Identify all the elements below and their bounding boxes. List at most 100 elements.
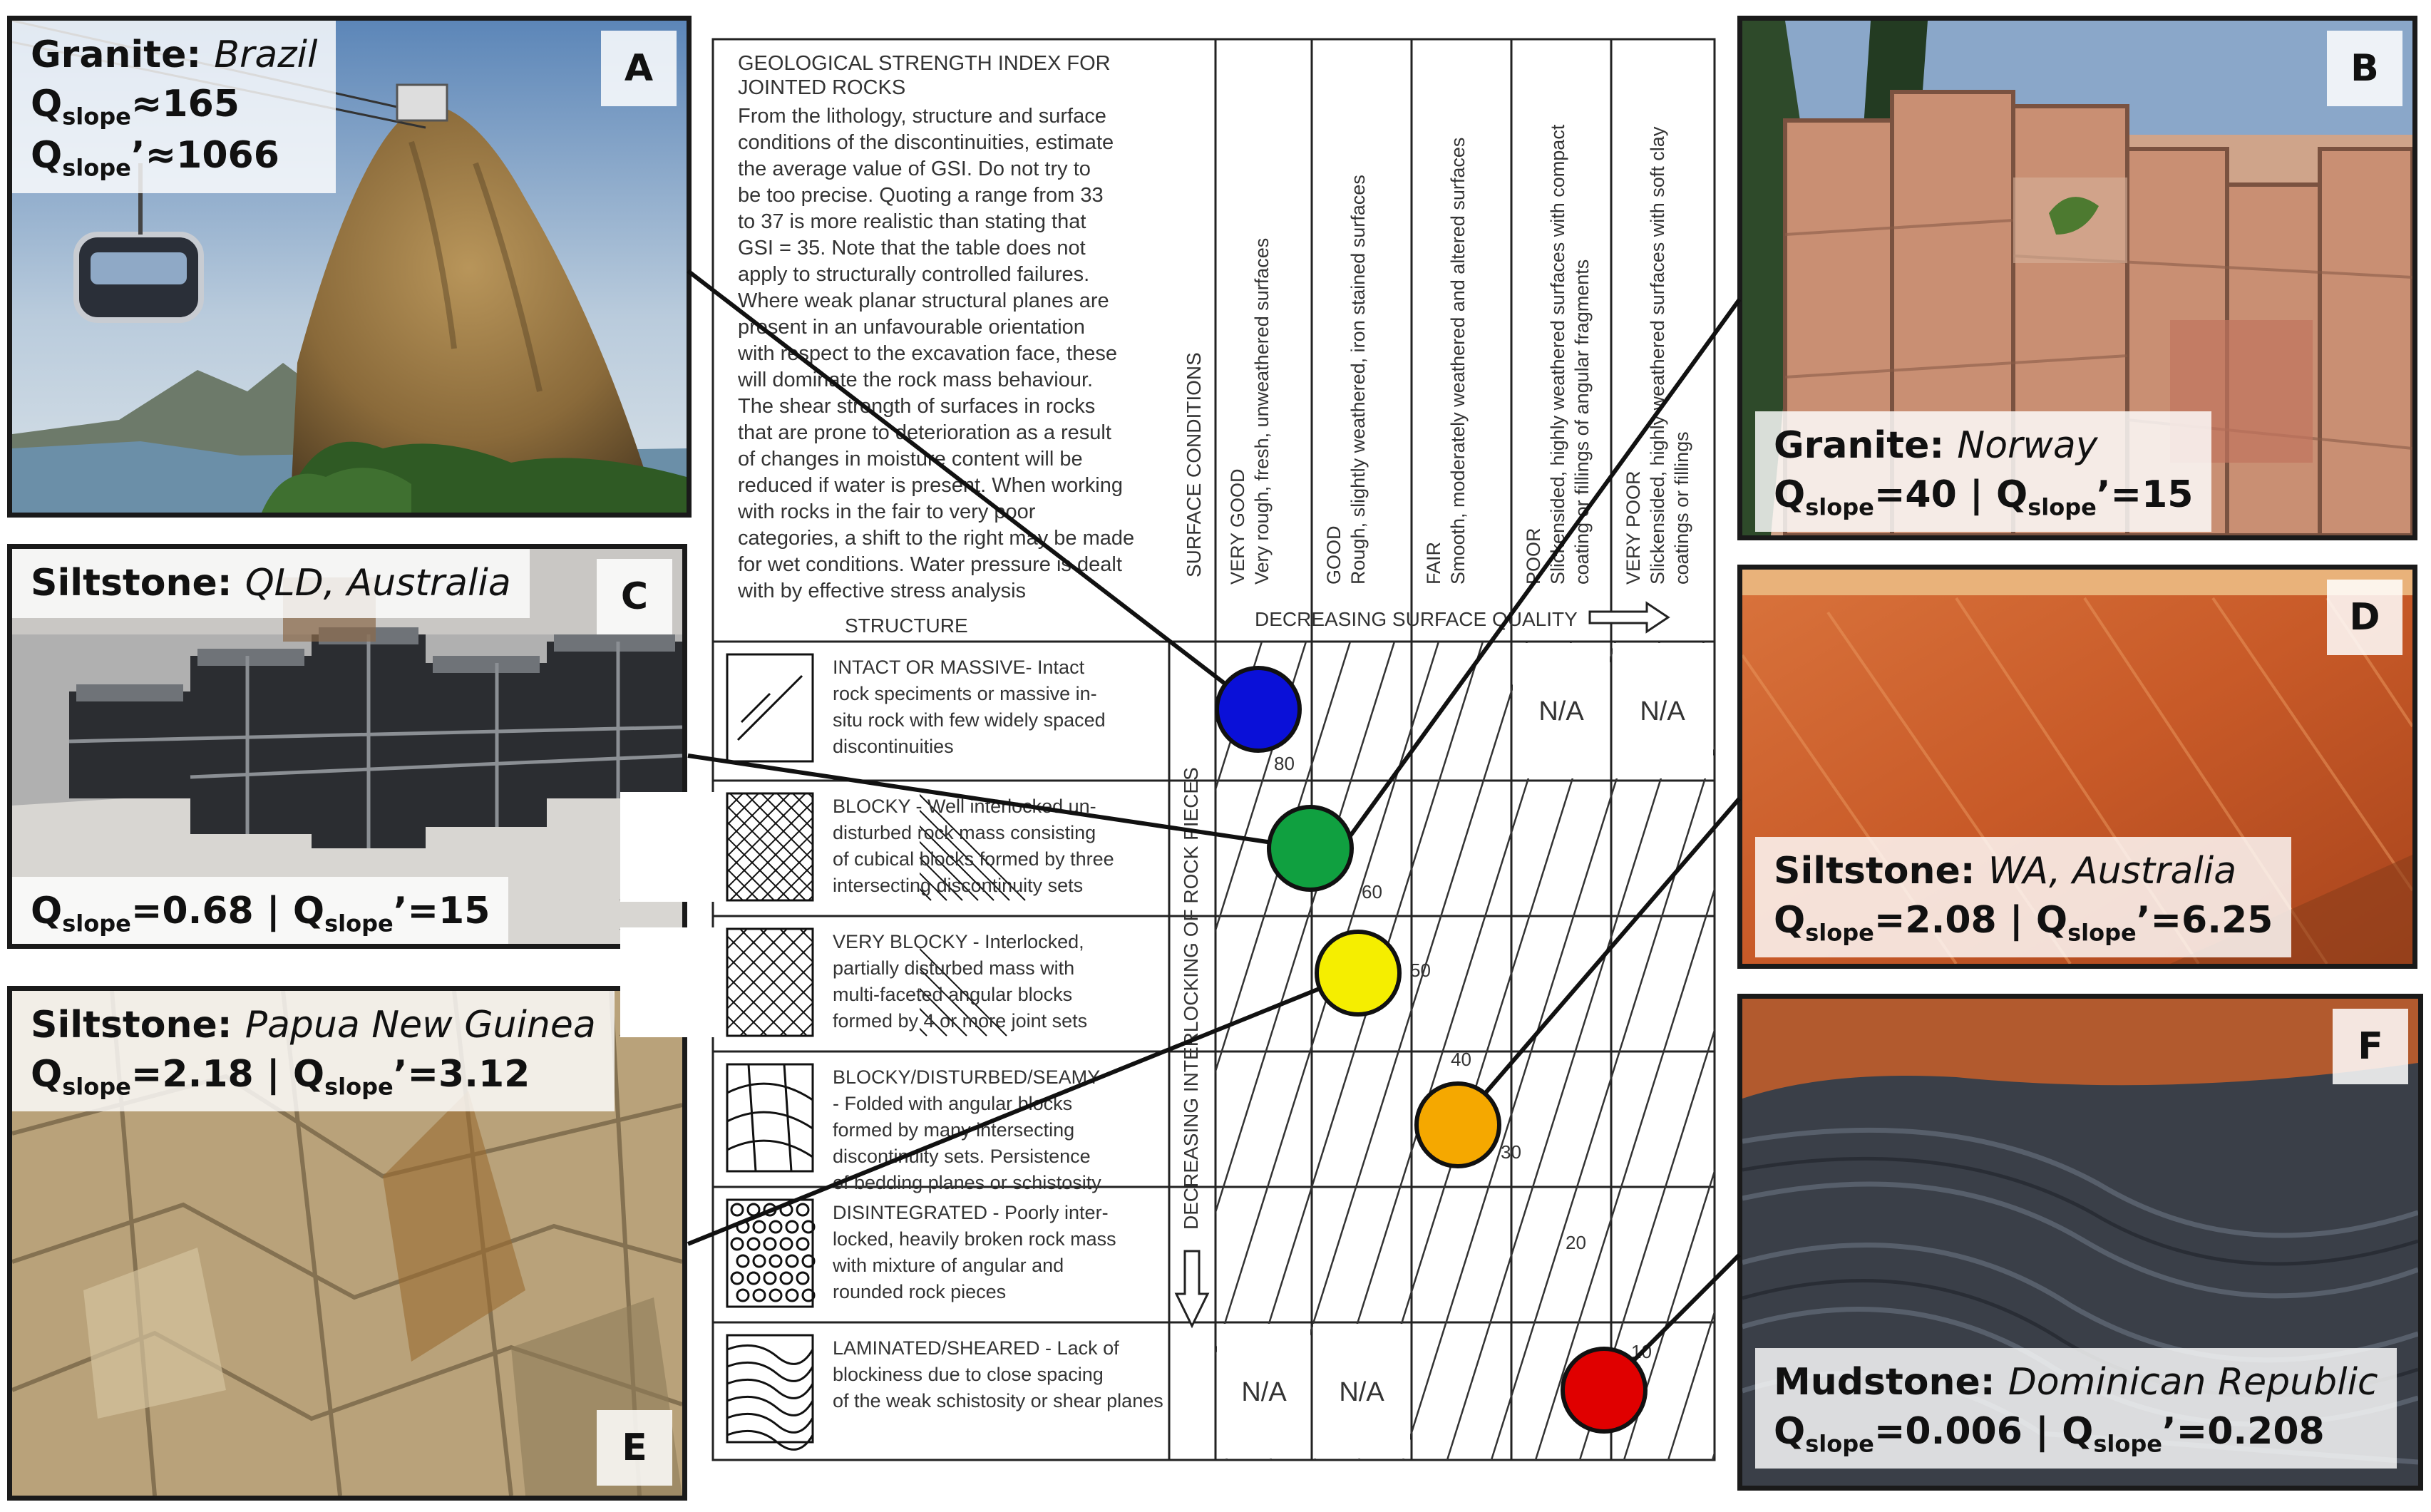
q-slope-value: =0.68 [130, 890, 254, 932]
na-cell-good-laminated: N/A [1339, 1377, 1384, 1407]
photo-d-letter: D [2327, 580, 2402, 655]
contour-line [1216, 642, 1396, 1215]
na-cell-poor-intact: N/A [1538, 696, 1584, 726]
na-cell-verygood-laminated: N/A [1241, 1377, 1287, 1407]
pattern-laminated [726, 1361, 814, 1382]
contour-line [1711, 1450, 1715, 1460]
pattern-pebble [752, 1288, 766, 1302]
photo-e-siltstone-png: Siltstone: Papua New Guinea Qslope=2.18 … [7, 986, 687, 1501]
q-slope-value: =2.18 [130, 1052, 254, 1096]
contour-line [2022, 642, 2278, 1460]
structure-description-line: discontinuities [833, 736, 954, 757]
gsi-table-grid [711, 38, 1716, 1461]
pattern-pebble [736, 1254, 750, 1268]
photo-c-letter: C [597, 559, 672, 634]
structure-description-line: formed by 4 or more joint sets [833, 1010, 1087, 1032]
rock-type: Siltstone: [1774, 850, 1975, 893]
photo-a-caption: Granite: Brazil Qslope≈165 Qslope’≈1066 [12, 21, 336, 193]
structure-description-line: VERY BLOCKY - Interlocked, [833, 931, 1084, 952]
location: Norway [1957, 424, 2098, 467]
na-cell-verypoor-intact: N/A [1640, 696, 1685, 726]
contour-line [1216, 642, 1263, 793]
intro-line: that are prone to deterioration as a res… [738, 421, 1111, 444]
photo-f-letter: F [2333, 1009, 2408, 1084]
decreasing-surface-quality-label: DECREASING SURFACE QUALITY [1255, 608, 1578, 630]
structure-pattern-box [726, 1334, 814, 1444]
location: Brazil [214, 34, 318, 76]
pattern-pebble [746, 1271, 761, 1285]
gsi-marker-b-c [1267, 805, 1354, 892]
photo-a-granite-brazil: Granite: Brazil Qslope≈165 Qslope’≈1066 … [7, 16, 692, 518]
contour-label-50: 50 [1410, 960, 1431, 981]
q-slope-prime-value: ’=15 [2096, 473, 2194, 516]
intro-line: will dominate the rock mass behaviour. [737, 369, 1093, 391]
column-header-line: VERY GOOD [1227, 468, 1248, 585]
contour-label-40: 40 [1451, 1049, 1471, 1070]
intro-line: for wet conditions. Water pressure is de… [738, 553, 1122, 576]
column-header-line: Slickensided, highly weathered surfaces … [1647, 126, 1668, 585]
intro-line: categories, a shift to the right may be … [738, 527, 1134, 550]
pattern-laminated [726, 1344, 814, 1365]
contour-line [1801, 642, 2057, 1460]
pattern-pebble [801, 1254, 816, 1268]
structure-pattern-box [726, 1198, 814, 1308]
contour-line [1978, 642, 2234, 1460]
intro-line: From the lithology, structure and surfac… [738, 105, 1106, 128]
column-header-line: GOOD [1323, 525, 1345, 585]
q-slope-prime-value: ’=6.25 [2136, 898, 2273, 942]
pattern-pebble [796, 1271, 810, 1285]
q-slope-value: =2.08 [1874, 898, 1997, 942]
contour-line [2331, 642, 2431, 1460]
structure-description-line: BLOCKY/DISTURBED/SEAMY [833, 1066, 1100, 1088]
contour-label-20: 20 [1566, 1232, 1586, 1253]
intro-line: be too precise. Quoting a range from 33 [738, 184, 1104, 207]
pattern-pebble [752, 1254, 766, 1268]
column-header-line: VERY POOR [1623, 470, 1644, 585]
column-header-line: Very rough, fresh, unweathered surfaces [1251, 238, 1273, 585]
photo-a-letter: A [601, 31, 677, 106]
structure-description-line: with mixture of angular and [832, 1255, 1064, 1276]
q-slope-value: ≈165 [130, 82, 240, 125]
intro-line: to 37 is more realistic than stating tha… [738, 210, 1086, 233]
contour-line [1578, 1027, 1715, 1460]
contour-line [1216, 642, 1352, 1074]
decreasing-interlocking-label: DECREASING INTERLOCKING OF ROCK PIECES [1180, 767, 1202, 1230]
rock-type: Granite: [1774, 424, 1945, 467]
connector-c [687, 754, 1311, 850]
column-header-line: coatings or fillings [1671, 431, 1692, 585]
connector-b [1342, 298, 1742, 846]
pattern-pebble [779, 1237, 793, 1251]
pattern-pebble [785, 1288, 799, 1302]
q-slope-value: =0.006 [1874, 1409, 2023, 1453]
location: QLD, Australia [245, 562, 511, 605]
rock-type: Siltstone: [31, 1004, 232, 1046]
structure-pattern-box [726, 1063, 814, 1173]
pattern-pebble [769, 1220, 783, 1234]
contour-line [1225, 642, 1484, 1460]
intro-line: the average value of GSI. Do not try to [738, 158, 1091, 180]
right-arrow-icon [1588, 601, 1670, 634]
photo-b-caption: Granite: Norway Qslope=40 | Qslope’=15 [1755, 411, 2212, 533]
column-header-line: FAIR [1423, 542, 1444, 585]
rock-type: Granite: [31, 34, 202, 76]
gsi-marker-f [1561, 1347, 1648, 1434]
pattern-pebble [769, 1288, 783, 1302]
pattern-pebble [730, 1203, 744, 1217]
photo-a-image [12, 21, 687, 513]
contour-label-80: 80 [1274, 753, 1295, 774]
structure-description-line: situ rock with few widely spaced [833, 709, 1106, 731]
photo-f-caption: Mudstone: Dominican Republic Qslope=0.00… [1755, 1348, 2397, 1469]
contour-line [1534, 886, 1715, 1460]
structure-description-line: multi-faceted angular blocks [833, 984, 1072, 1005]
rock-type: Siltstone: [31, 562, 232, 605]
location: WA, Australia [1988, 850, 2237, 893]
contour-line [2420, 642, 2431, 1460]
intro-line: Where weak planar structural planes are [738, 289, 1109, 312]
down-arrow-icon [1174, 1250, 1210, 1329]
pattern-hatch-line [918, 793, 1026, 901]
pattern-hatch-line [714, 793, 822, 901]
column-header-line: Slickensided, highly weathered surfaces … [1547, 124, 1568, 585]
structure-description-line: rock speciments or massive in- [833, 683, 1097, 704]
